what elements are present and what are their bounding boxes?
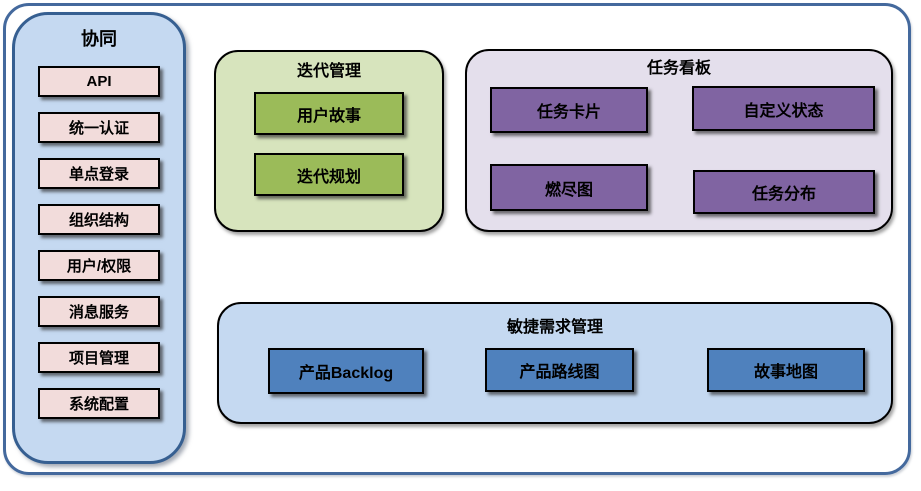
sidebar-item-project-management: 项目管理 (38, 342, 160, 373)
item-burndown-chart: 燃尽图 (490, 164, 648, 211)
item-task-card: 任务卡片 (490, 87, 648, 133)
item-product-backlog: 产品Backlog (268, 348, 424, 394)
group-iteration-management: 迭代管理 用户故事 迭代规划 (214, 50, 444, 232)
sidebar-item-api: API (38, 66, 160, 97)
sidebar-item-unified-auth: 统一认证 (38, 112, 160, 143)
item-iteration-planning: 迭代规划 (254, 153, 404, 196)
group-task-board-title: 任务看板 (646, 60, 711, 77)
group-iteration-title: 迭代管理 (296, 63, 361, 80)
item-custom-status: 自定义状态 (692, 86, 875, 131)
item-user-story: 用户故事 (254, 92, 404, 135)
outer-frame (3, 3, 911, 475)
group-agile-requirements: 敏捷需求管理 产品Backlog 产品路线图 故事地图 (217, 302, 893, 424)
sidebar-item-single-sign-on: 单点登录 (38, 158, 160, 189)
item-story-map: 故事地图 (707, 348, 865, 392)
group-agile-title: 敏捷需求管理 (506, 319, 603, 336)
sidebar-item-message-service: 消息服务 (38, 296, 160, 327)
sidebar-item-user-permissions: 用户/权限 (38, 250, 160, 281)
group-collaboration-title: 协同 (81, 29, 117, 49)
group-collaboration-items: API 统一认证 单点登录 组织结构 用户/权限 消息服务 项目管理 系统配置 (38, 66, 160, 419)
group-task-board: 任务看板 任务卡片 自定义状态 燃尽图 任务分布 (465, 49, 893, 232)
item-product-roadmap: 产品路线图 (485, 348, 634, 392)
group-collaboration: 协同 API 统一认证 单点登录 组织结构 用户/权限 消息服务 项目管理 系统… (12, 12, 186, 464)
sidebar-item-system-config: 系统配置 (38, 388, 160, 419)
sidebar-item-org-structure: 组织结构 (38, 204, 160, 235)
item-task-distribution: 任务分布 (693, 170, 875, 214)
